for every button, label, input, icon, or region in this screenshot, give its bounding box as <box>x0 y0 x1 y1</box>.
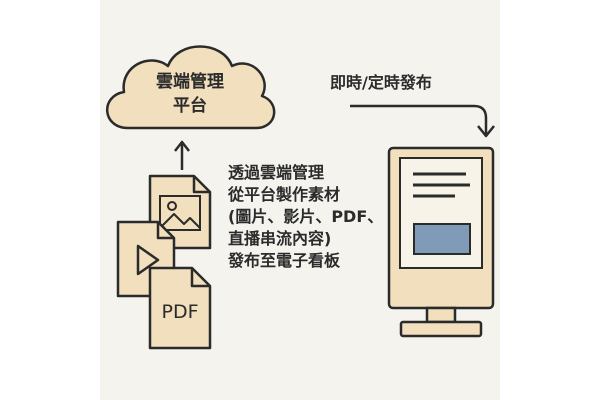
description: 透過雲端管理 從平台製作素材 (圖片、影片、PDF、 直播串流內容) 發布至電子… <box>228 162 383 272</box>
description-line: 直播串流內容) <box>228 229 332 248</box>
schedule-label: 即時/定時發布 <box>330 73 432 92</box>
kiosk-icon <box>387 146 495 338</box>
pdf-file-icon <box>148 266 212 350</box>
arrow-down-icon <box>350 104 495 138</box>
description-line: 透過雲端管理 <box>228 163 325 182</box>
arrow-up-icon <box>174 140 190 170</box>
cloud-title-line1: 雲端管理 <box>156 72 224 92</box>
description-line: 發布至電子看板 <box>228 251 341 270</box>
pdf-label: PDF <box>161 301 198 323</box>
cloud-title: 雲端管理 平台 <box>130 70 250 118</box>
cloud-title-line2: 平台 <box>173 96 207 116</box>
description-line: 從平台製作素材 <box>228 185 341 204</box>
cloud-icon <box>106 45 276 130</box>
description-line: (圖片、影片、PDF、 <box>228 207 384 226</box>
